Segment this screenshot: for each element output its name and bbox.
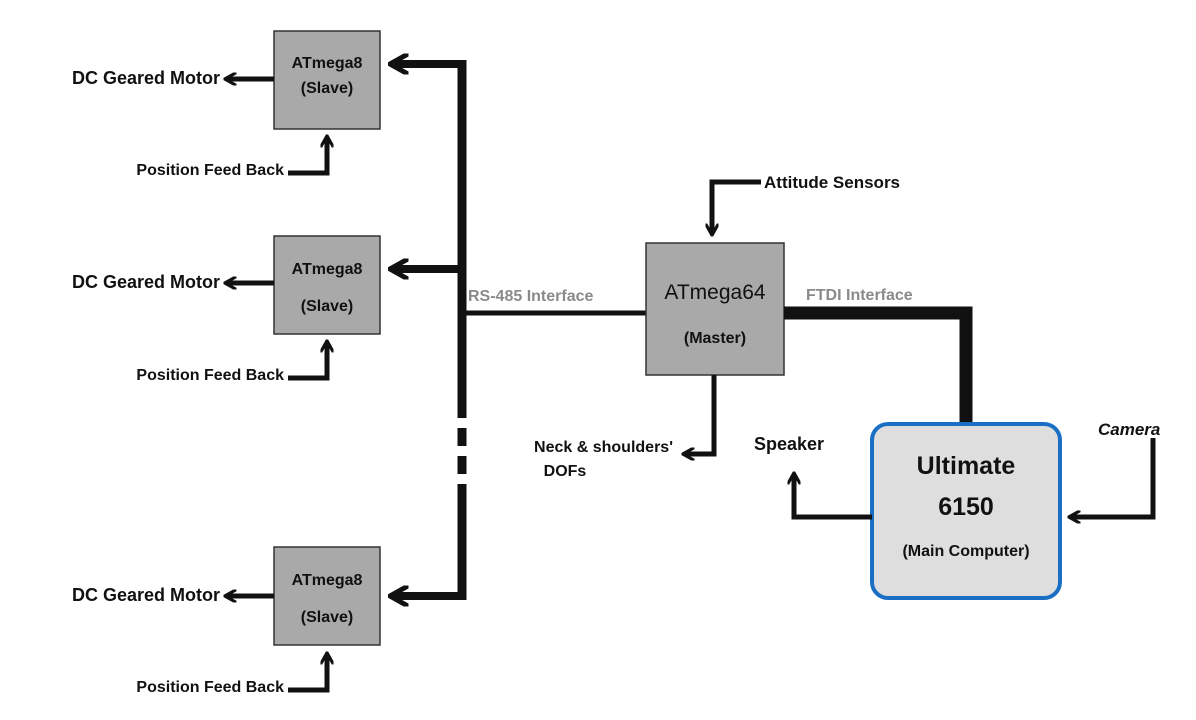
feedback-arrow	[288, 654, 327, 693]
motor-label: DC Geared Motor	[72, 68, 220, 88]
feedback-arrow	[288, 342, 327, 381]
camera-arrow	[1070, 438, 1156, 517]
slave-role-label: (Slave)	[301, 298, 353, 315]
slave-role-label: (Slave)	[301, 80, 353, 97]
rs485-label: RS-485 Interface	[468, 288, 593, 305]
motor-label: DC Geared Motor	[72, 272, 220, 292]
attitude-arrow	[712, 179, 761, 234]
main-computer-role: (Main Computer)	[902, 543, 1029, 560]
neck-arrow	[684, 375, 717, 454]
feedback-label: Position Feed Back	[136, 679, 284, 696]
motor-label: DC Geared Motor	[72, 585, 220, 605]
attitude-label: Attitude Sensors	[764, 173, 900, 192]
feedback-arrow	[288, 137, 327, 176]
speaker-arrow	[794, 474, 872, 520]
main-computer-block: Ultimate 6150 (Main Computer) Speaker Ca…	[754, 420, 1160, 600]
neck-label-line2: DOFs	[544, 463, 587, 480]
ftdi-link: FTDI Interface	[784, 287, 973, 424]
feedback-label: Position Feed Back	[136, 162, 284, 179]
master-block: ATmega64 (Master) Attitude Sensors Neck …	[534, 173, 900, 480]
master-box	[645, 242, 785, 376]
master-chip-label: ATmega64	[664, 281, 765, 304]
slave-chip-label: ATmega8	[292, 55, 363, 72]
slave-role-label: (Slave)	[301, 609, 353, 626]
slave-box	[273, 30, 381, 130]
main-computer-box	[870, 422, 1062, 600]
speaker-label: Speaker	[754, 434, 824, 454]
slave-chip-label: ATmega8	[292, 261, 363, 278]
camera-label: Camera	[1098, 420, 1160, 439]
main-computer-line1: Ultimate	[917, 452, 1016, 480]
slave-block-1: ATmega8 (Slave) DC Geared Motor Position…	[72, 30, 381, 179]
master-role-label: (Master)	[684, 330, 746, 347]
slave-block-2: ATmega8 (Slave) DC Geared Motor Position…	[72, 235, 381, 384]
slave-chip-label: ATmega8	[292, 572, 363, 589]
ftdi-label: FTDI Interface	[806, 287, 913, 304]
slave-box	[273, 235, 381, 335]
rs485-bus: RS-485 Interface	[392, 60, 646, 600]
slave-block-3: ATmega8 (Slave) DC Geared Motor Position…	[72, 546, 381, 696]
ftdi-line	[784, 306, 973, 424]
neck-label-line1: Neck & shoulders'	[534, 439, 673, 456]
feedback-label: Position Feed Back	[136, 367, 284, 384]
main-computer-line2: 6150	[938, 493, 994, 521]
slave-box	[273, 546, 381, 646]
